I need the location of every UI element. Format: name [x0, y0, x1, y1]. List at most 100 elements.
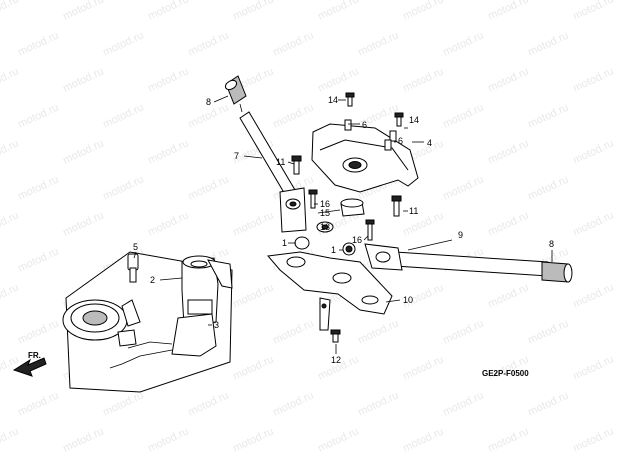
watermark-text: motod.ru — [231, 425, 275, 454]
watermark-text: motod.ru — [271, 101, 315, 130]
watermark-text: motod.ru — [0, 425, 21, 454]
watermark-text: motod.ru — [316, 425, 360, 454]
watermark-text: motod.ru — [356, 29, 400, 58]
watermark-text: motod.ru — [231, 209, 275, 238]
right-handlebar — [364, 243, 573, 283]
watermark-text: motod.ru — [356, 389, 400, 418]
callout-14-right: 14 — [409, 115, 419, 125]
callout-4: 4 — [427, 138, 432, 148]
watermark-text: motod.ru — [231, 281, 275, 310]
watermark-text: motod.ru — [441, 29, 485, 58]
watermark-text: motod.ru — [441, 101, 485, 130]
bolts — [291, 92, 404, 343]
watermark-text: motod.ru — [571, 353, 615, 382]
callout-labels: 8 7 14 6 6 14 4 11 11 16 15 13 1 1 16 9 … — [133, 95, 554, 365]
watermark-text: motod.ru — [441, 317, 485, 346]
watermark-text: motod.ru — [526, 101, 570, 130]
watermark-text: motod.ru — [571, 137, 615, 166]
watermark-text: motod.ru — [0, 281, 21, 310]
watermark-text: motod.ru — [486, 281, 530, 310]
watermark-text: motod.ru — [186, 389, 230, 418]
callout-7: 7 — [234, 151, 239, 161]
callout-14-top: 14 — [328, 95, 338, 105]
watermark-text: motod.ru — [401, 425, 445, 454]
watermark-text: motod.ru — [316, 65, 360, 94]
watermark-text: motod.ru — [571, 281, 615, 310]
watermark-text: motod.ru — [0, 0, 21, 23]
watermark-text: motod.ru — [186, 29, 230, 58]
callout-11-right: 11 — [409, 206, 418, 216]
watermark-text: motod.ru — [271, 317, 315, 346]
watermark-text: motod.ru — [486, 209, 530, 238]
watermark-text: motod.ru — [571, 209, 615, 238]
watermark-text: motod.ru — [101, 101, 145, 130]
watermark-text: motod.ru — [146, 65, 190, 94]
ignition-switch-assembly — [62, 251, 233, 393]
watermark-text: motod.ru — [146, 209, 190, 238]
watermark-text: motod.ru — [0, 65, 21, 94]
watermark-text: motod.ru — [16, 173, 60, 202]
callout-10: 10 — [403, 295, 413, 305]
watermark-text: motod.ru — [101, 29, 145, 58]
watermark-text: motod.ru — [571, 65, 615, 94]
callout-1-right: 1 — [331, 245, 336, 255]
watermark-text: motod.ru — [16, 389, 60, 418]
callout-3: 3 — [214, 320, 219, 330]
watermark-text: motod.ru — [146, 137, 190, 166]
watermark-text: motod.ru — [486, 137, 530, 166]
watermark-text: motod.ru — [146, 0, 190, 23]
watermark-text: motod.ru — [16, 245, 60, 274]
watermark-text: motod.ru — [231, 353, 275, 382]
callout-16-upper: 16 — [320, 199, 330, 209]
watermark-text: motod.ru — [61, 0, 105, 23]
diagram-code: GE2P-F0500 — [482, 369, 529, 378]
watermark-text: motod.ru — [571, 425, 615, 454]
watermark-text: motod.ru — [401, 353, 445, 382]
watermark-text: motod.ru — [271, 29, 315, 58]
upper-holder — [311, 119, 419, 193]
left-handlebar — [224, 75, 301, 205]
watermark-text: motod.ru — [0, 209, 21, 238]
watermark-text: motod.ru — [61, 137, 105, 166]
left-clamp — [279, 187, 307, 233]
watermark-text: motod.ru — [61, 209, 105, 238]
callout-8-left: 8 — [206, 97, 211, 107]
watermark-text: motod.ru — [486, 425, 530, 454]
watermark-text: motod.ru — [486, 65, 530, 94]
watermark-text: motod.ru — [401, 0, 445, 23]
watermark-text: motod.ru — [526, 173, 570, 202]
watermark-text: motod.ru — [101, 389, 145, 418]
watermark-text: motod.ru — [526, 29, 570, 58]
lower-holder — [267, 251, 393, 331]
callout-9: 9 — [458, 230, 463, 240]
callout-6-left: 6 — [362, 120, 367, 130]
callout-13: 13 — [320, 222, 330, 232]
watermark-text: motod.ru — [441, 173, 485, 202]
watermark-text: motod.ru — [571, 0, 615, 23]
watermark-text: motod.ru — [61, 425, 105, 454]
watermark-text: motod.ru — [441, 389, 485, 418]
watermark-text: motod.ru — [16, 101, 60, 130]
watermark-text: motod.ru — [401, 209, 445, 238]
watermark-text: motod.ru — [356, 317, 400, 346]
watermark-text: motod.ru — [16, 29, 60, 58]
watermark-text: motod.ru — [0, 137, 21, 166]
callout-6-right: 6 — [398, 136, 403, 146]
watermark-text: motod.ru — [231, 0, 275, 23]
callout-1-left: 1 — [282, 238, 287, 248]
watermark-text: motod.ru — [61, 65, 105, 94]
cushions — [294, 198, 365, 256]
watermark-text: motod.ru — [186, 173, 230, 202]
leader-lines — [133, 95, 553, 354]
watermark-text: motod.ru — [526, 389, 570, 418]
callout-2: 2 — [150, 275, 155, 285]
watermark-text: motod.ru — [146, 425, 190, 454]
callout-12: 12 — [331, 355, 341, 365]
callout-8-right: 8 — [549, 239, 554, 249]
callout-15: 15 — [320, 208, 330, 218]
callout-11-left: 11 — [276, 157, 285, 167]
watermark-text: motod.ru — [526, 317, 570, 346]
watermark-text: motod.ru — [401, 65, 445, 94]
callout-16-lower: 16 — [352, 235, 362, 245]
